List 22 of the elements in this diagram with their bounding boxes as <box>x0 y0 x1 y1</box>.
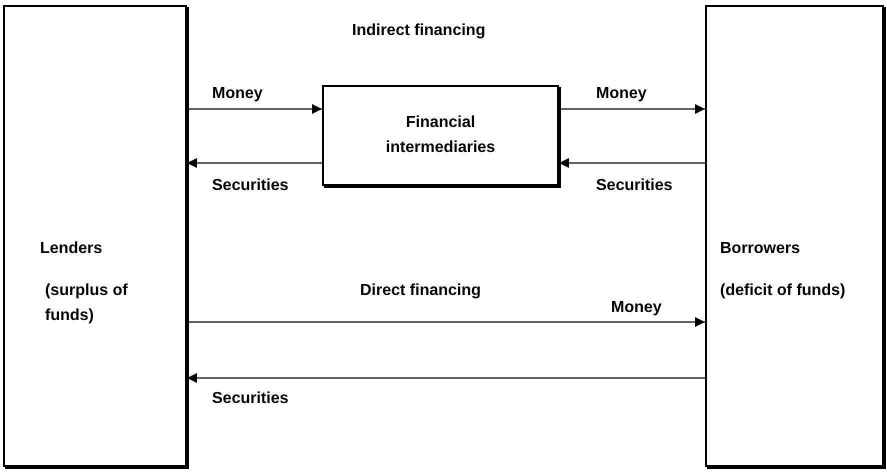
edge-label: Securities <box>212 176 288 196</box>
edge-label: Money <box>596 84 647 104</box>
arrow <box>187 373 705 383</box>
process-box <box>3 5 187 467</box>
process-box <box>322 85 559 186</box>
edge-label: Securities <box>596 176 672 196</box>
section-label: Indirect financing <box>352 21 486 41</box>
node-label: Borrowers <box>720 239 802 259</box>
section-label: Direct financing <box>360 281 481 301</box>
node-label: Financial intermediaries <box>384 112 496 158</box>
edge-label: Money <box>212 84 263 104</box>
node-label: (deficit of funds) <box>720 281 846 301</box>
node-label: (surplus of funds) <box>45 281 129 326</box>
arrow <box>559 104 705 114</box>
arrow <box>559 158 705 168</box>
process-box <box>705 5 884 467</box>
edge-label: Money <box>611 298 662 318</box>
edge-label: Securities <box>212 389 288 409</box>
node-label: Lenders <box>40 239 104 259</box>
arrow <box>187 104 322 114</box>
arrow <box>187 317 705 327</box>
arrow <box>187 158 322 168</box>
